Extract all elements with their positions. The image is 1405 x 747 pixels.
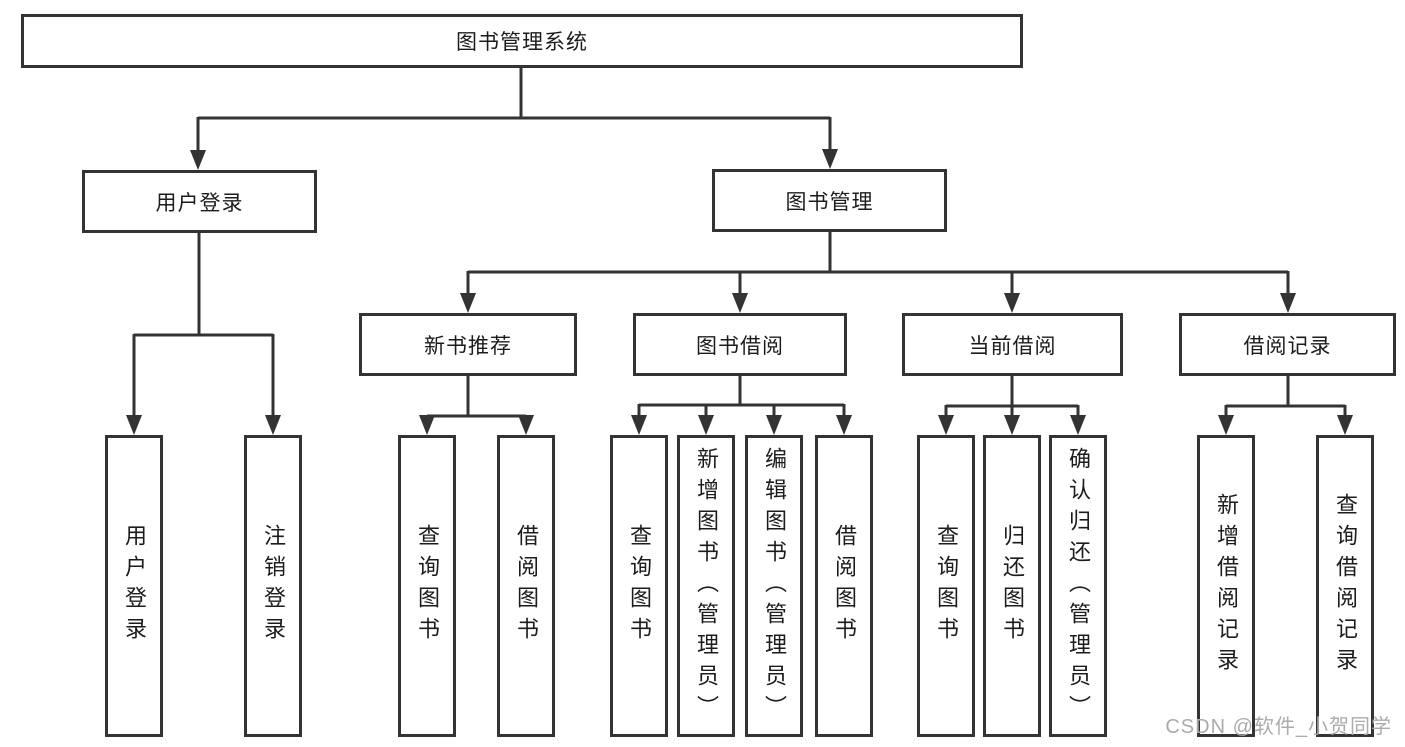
leaf-recommend-query-books: 查询图书: [398, 435, 456, 737]
arrowhead-leaf-2: [265, 415, 281, 435]
node-borrow-records: 借阅记录: [1179, 313, 1396, 376]
arrowhead-leaf-10: [1004, 415, 1020, 435]
leaf-return-books: 归还图书: [983, 435, 1041, 737]
arrowhead-current: [1004, 293, 1020, 313]
arrowhead-leaf-1: [126, 415, 142, 435]
leaf-borrow-query-books: 查询图书: [610, 435, 668, 737]
leaf-edit-books-admin: 编辑图书（管理员）: [745, 435, 803, 737]
arrowhead-login: [190, 150, 206, 170]
node-new-book-recommend: 新书推荐: [359, 313, 577, 376]
arrowhead-leaf-8: [836, 415, 852, 435]
arrowhead-borrow: [732, 293, 748, 313]
arrowhead-leaf-5: [631, 415, 647, 435]
arrowhead-leaf-9: [938, 415, 954, 435]
arrowhead-leaf-3: [419, 415, 435, 435]
arrowhead-leaf-6: [698, 415, 714, 435]
leaf-add-books-admin: 新增图书（管理员）: [677, 435, 735, 737]
arrowhead-recommend: [460, 293, 476, 313]
arrowhead-leaf-13: [1337, 415, 1353, 435]
node-user-login: 用户登录: [82, 170, 317, 233]
leaf-current-query-books: 查询图书: [917, 435, 975, 737]
leaf-recommend-borrow-books: 借阅图书: [497, 435, 555, 737]
arrowhead-leaf-4: [518, 415, 534, 435]
leaf-user-login: 用户登录: [105, 435, 163, 737]
arrowhead-leaf-7: [766, 415, 782, 435]
arrowhead-records: [1280, 293, 1296, 313]
node-current-borrow: 当前借阅: [902, 313, 1123, 376]
leaf-borrow-books: 借阅图书: [815, 435, 873, 737]
arrowhead-mgmt: [822, 149, 838, 169]
node-root: 图书管理系统: [21, 14, 1023, 68]
arrowhead-leaf-11: [1070, 415, 1086, 435]
connector-lines: [132, 68, 1347, 418]
node-book-borrow: 图书借阅: [633, 313, 847, 376]
leaf-confirm-return-admin: 确认归还（管理员）: [1049, 435, 1107, 737]
watermark: CSDN @软件_小贺同学: [1165, 716, 1392, 738]
leaf-add-borrow-record: 新增借阅记录: [1197, 435, 1255, 737]
leaf-logout: 注销登录: [244, 435, 302, 737]
node-book-management: 图书管理: [712, 169, 947, 232]
leaf-query-borrow-record: 查询借阅记录: [1316, 435, 1374, 737]
arrowhead-leaf-12: [1218, 415, 1234, 435]
arrowheads: [126, 149, 1353, 435]
